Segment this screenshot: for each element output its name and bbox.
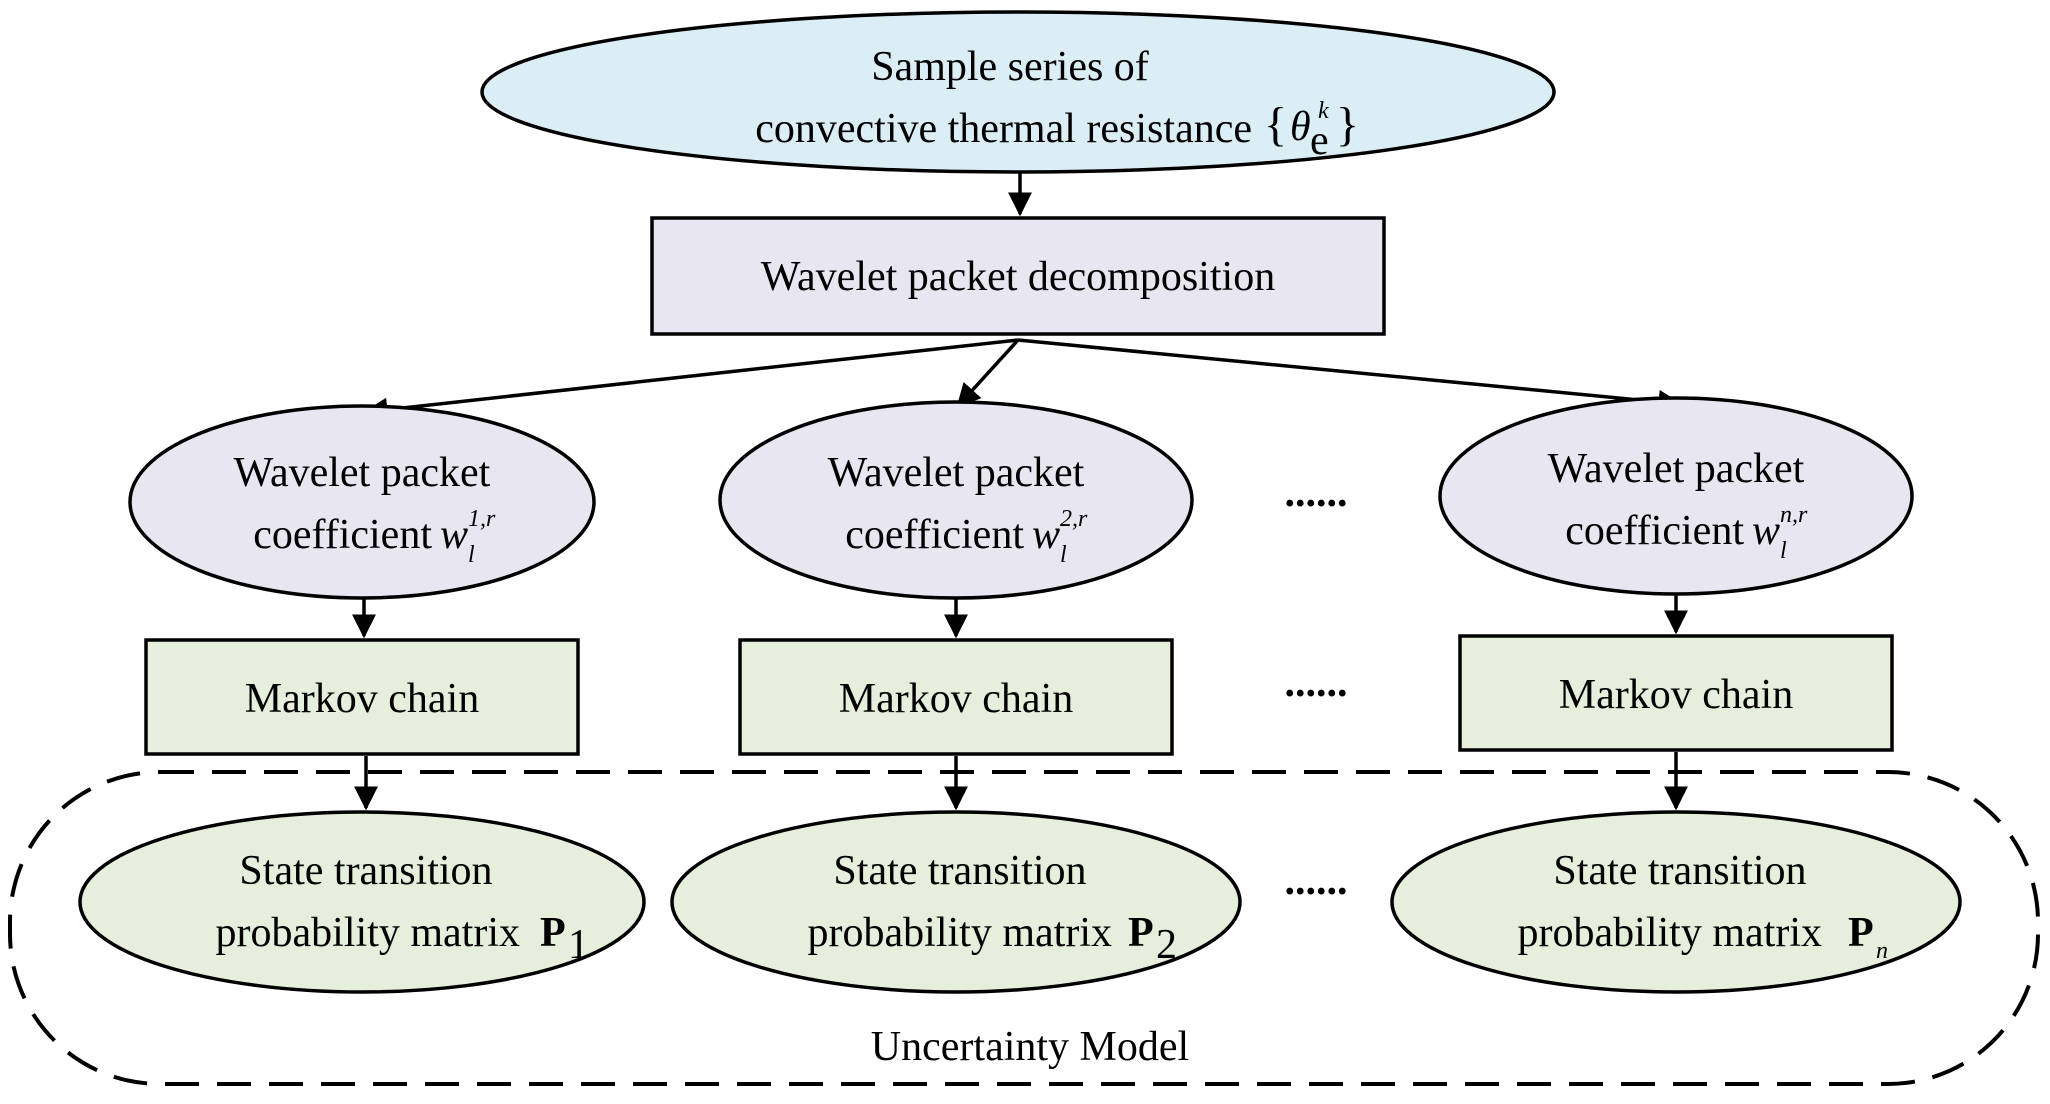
theta-close-brace: } [1336,98,1359,151]
matrix-node-3: State transition probability matrix P n [1390,810,1962,994]
matrix-ellipse-1 [78,810,646,994]
coefficient-2-sub: l [1060,542,1067,568]
coefficient-3-line2: coefficient [1565,508,1744,554]
markov-1-label: Markov chain [245,676,479,722]
coefficient-2-var: w [1032,512,1060,558]
arrow-decomposition-to-coefficient-1 [363,338,1019,422]
theta-symbol: { [1264,98,1287,151]
sample-series-line2: convective thermal resistance [755,106,1252,152]
coefficient-1-sup: 1,r [468,506,496,532]
matrix-ellipse-2 [670,810,1242,994]
matrix-1-line2: probability matrix [216,910,520,956]
decomposition-label: Wavelet packet decomposition [761,254,1275,300]
coefficient-1-line1: Wavelet packet [234,450,491,496]
matrix-3-sub: n [1876,938,1888,964]
theta-var: θ [1290,104,1311,150]
ellipsis-matrices: ...... [1285,858,1348,904]
matrix-2-sub: 2 [1156,922,1177,968]
coefficient-1-var: w [440,512,468,558]
theta-sup: k [1318,98,1329,124]
coefficient-node-1: Wavelet packet coefficient w l 1,r [128,404,596,600]
markov-node-1: Markov chain [144,638,580,756]
coefficient-node-2: Wavelet packet coefficient w l 2,r [718,400,1194,600]
matrix-ellipse-3 [1390,810,1962,994]
matrix-2-line2: probability matrix [808,910,1112,956]
markov-box-1 [144,638,580,756]
decomposition-box [650,216,1386,336]
coefficient-3-var: w [1752,508,1780,554]
sample-series-ellipse [480,10,1556,174]
matrix-3-line2: probability matrix [1518,910,1822,956]
connectors [352,172,1688,811]
uncertainty-model-label: Uncertainty Model [871,1024,1189,1070]
coefficient-1-line2: coefficient [253,512,432,558]
coefficient-ellipse-3 [1438,396,1914,596]
coefficient-2-line2: coefficient [845,512,1024,558]
matrix-node-1: State transition probability matrix P 1 [78,810,646,994]
matrix-1-sub: 1 [568,922,589,968]
matrix-2-symbol: P [1128,910,1154,956]
markov-node-2: Markov chain [738,638,1174,756]
markov-2-label: Markov chain [839,676,1073,722]
coefficient-node-3: Wavelet packet coefficient w l n,r [1438,396,1914,596]
sample-series-node: Sample series of convective thermal resi… [480,10,1556,174]
sample-series-line1: Sample series of [871,44,1149,90]
coefficient-3-sup: n,r [1780,502,1808,528]
coefficient-ellipse-1 [128,404,596,600]
coefficient-ellipse-2 [718,400,1194,600]
markov-box-2 [738,638,1174,756]
decomposition-node: Wavelet packet decomposition [650,216,1386,336]
matrix-3-symbol: P [1848,910,1874,956]
matrix-node-2: State transition probability matrix P 2 [670,810,1242,994]
arrow-decomposition-to-coefficient-2 [956,338,1020,408]
ellipsis-markov: ...... [1285,660,1348,706]
coefficient-2-sup: 2,r [1060,506,1088,532]
matrix-1-symbol: P [540,910,566,956]
markov-node-3: Markov chain [1458,634,1894,752]
arrow-decomposition-to-coefficient-3 [1017,338,1683,414]
coefficient-3-sub: l [1780,538,1787,564]
coefficient-2-line1: Wavelet packet [828,450,1085,496]
markov-box-3 [1458,634,1894,752]
matrix-2-line1: State transition [833,848,1086,894]
ellipsis-coefficients: ...... [1285,470,1348,516]
coefficient-1-sub: l [468,542,475,568]
coefficient-3-line1: Wavelet packet [1548,446,1805,492]
markov-3-label: Markov chain [1559,672,1793,718]
matrix-1-line1: State transition [239,848,492,894]
uncertainty-model-group [8,770,2040,1086]
theta-sub: e [1310,118,1329,164]
matrix-3-line1: State transition [1553,848,1806,894]
